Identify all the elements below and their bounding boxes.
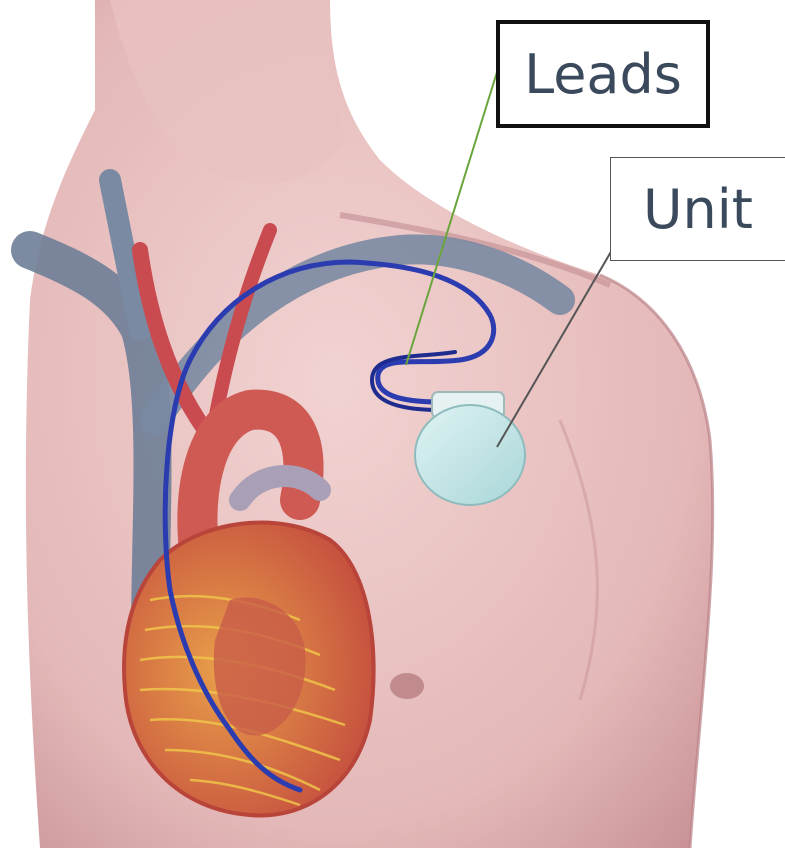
pacemaker-unit — [415, 405, 525, 505]
unit-label-text: Unit — [643, 178, 753, 241]
leads-label-text: Leads — [524, 43, 682, 106]
nipple — [390, 673, 424, 699]
leads-label: Leads — [496, 20, 710, 128]
unit-label: Unit — [610, 157, 785, 261]
